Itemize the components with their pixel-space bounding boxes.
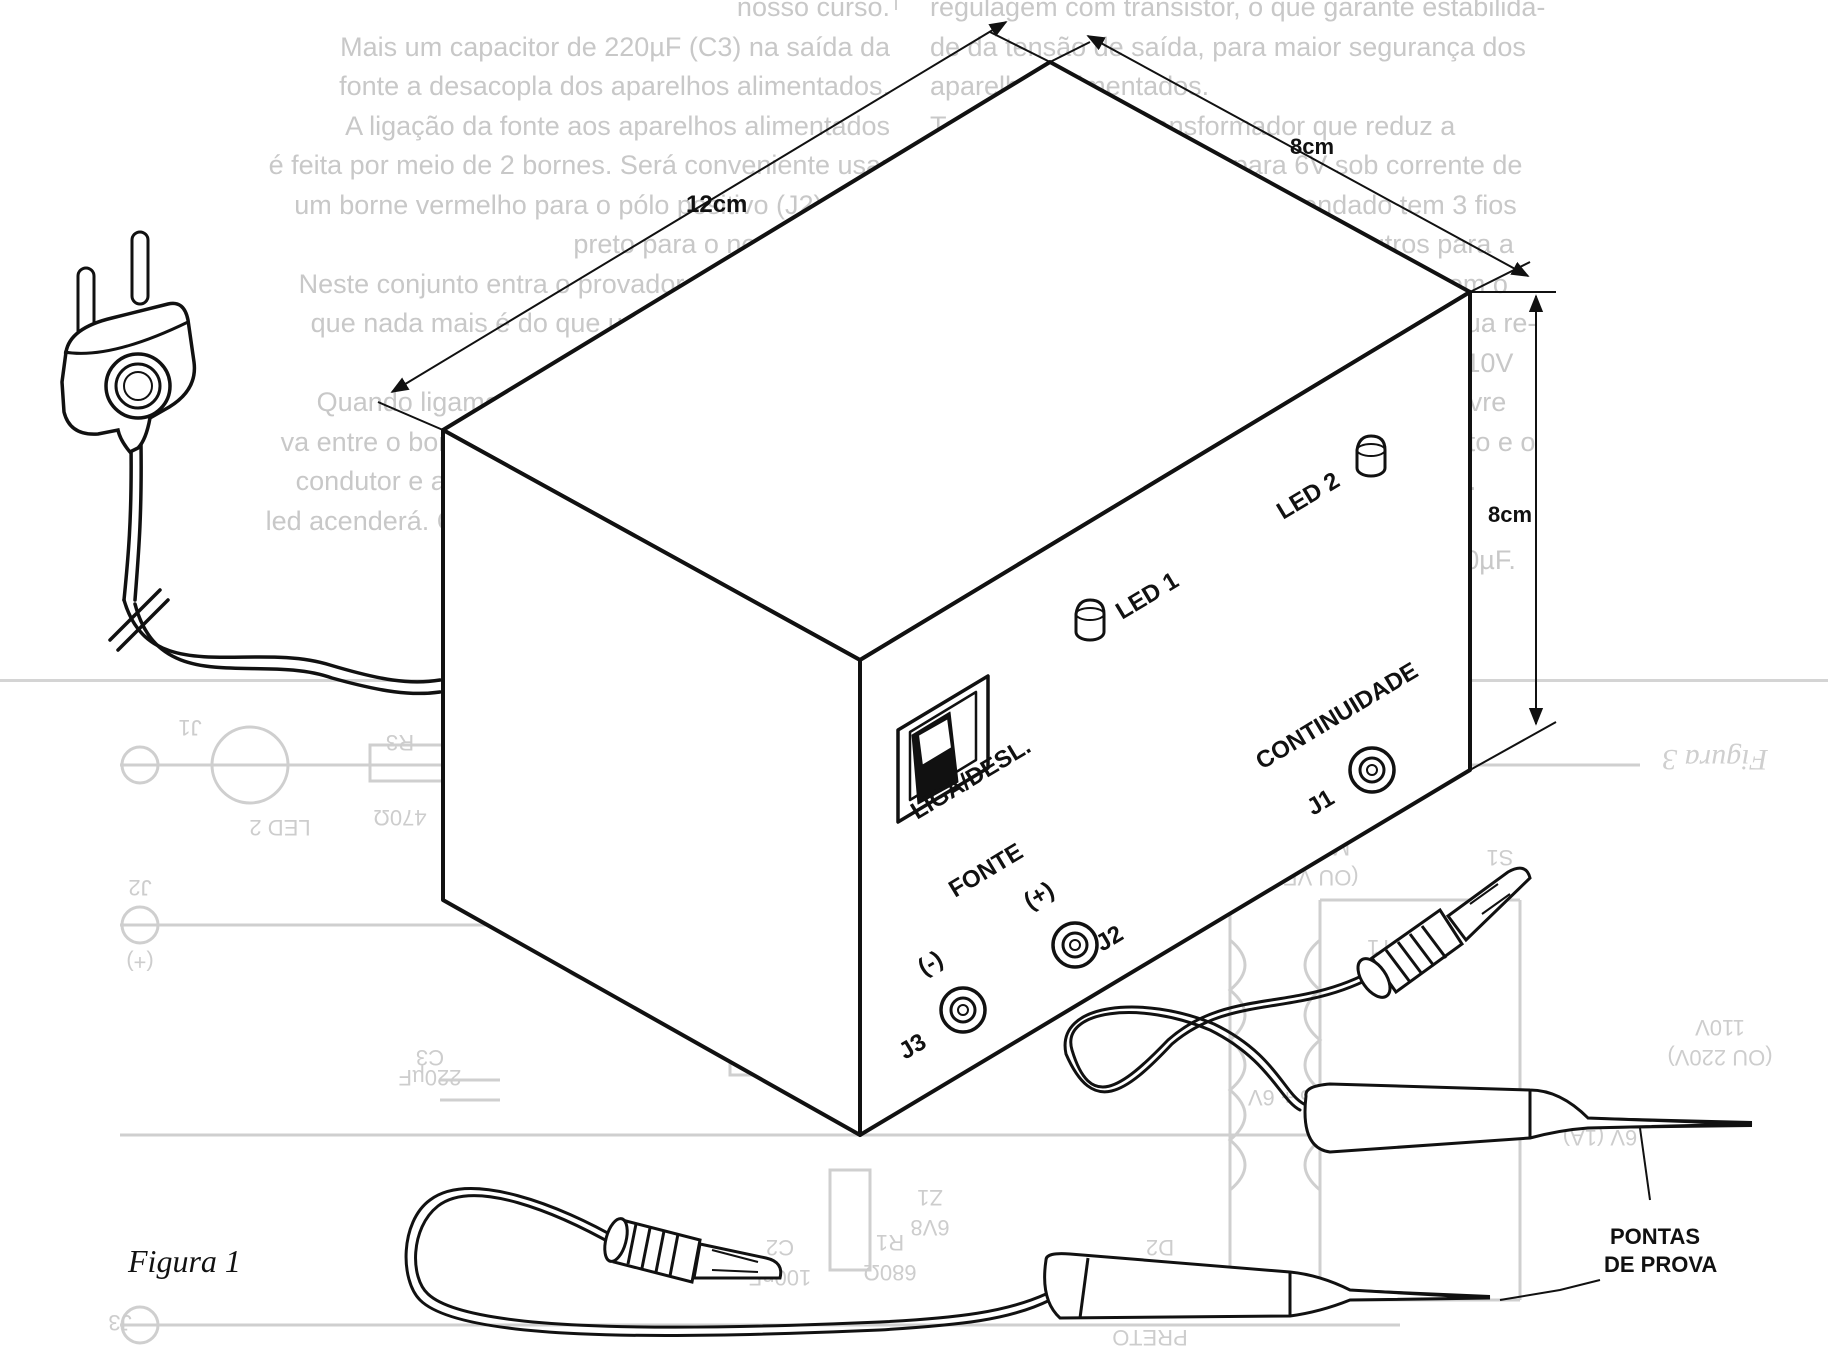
ghost-schematic-label: J2 — [128, 875, 151, 900]
dimension-depth-label: 8cm — [1290, 134, 1334, 159]
ghost-schematic-label: LED 2 — [249, 815, 310, 840]
ghost-schematic-label: (OU 220V) — [1667, 1045, 1772, 1070]
ghost-schematic-label: 470Ω — [373, 805, 426, 830]
ghost-schematic-label: PRETO — [1112, 1325, 1187, 1346]
terminal-j3 — [939, 986, 987, 1034]
probes-label-line2: DE PROVA — [1604, 1252, 1717, 1277]
ghost-schematic-label: J3 — [108, 1310, 131, 1335]
dimension-arrow-depth — [1086, 35, 1530, 277]
probe-lower — [1043, 1252, 1491, 1320]
ghost-schematic-label: 110V — [1695, 1015, 1745, 1040]
ghost-schematic-label: 6V8 — [910, 1215, 949, 1240]
column-top-rule — [895, 0, 897, 10]
test-lead-lower — [404, 1187, 1052, 1338]
probes-leader — [1499, 1279, 1601, 1301]
figure-caption: Figura 1 — [127, 1243, 241, 1279]
ghost-schematic-label: R3 — [386, 730, 414, 755]
ghost-schematic-label: C2 — [766, 1235, 794, 1260]
test-lead-upper — [1063, 963, 1387, 1112]
dimension-lines — [377, 21, 1557, 771]
led-1 — [1074, 598, 1106, 642]
mains-plug — [60, 230, 197, 455]
probe-upper — [1303, 1082, 1753, 1201]
probes-label-line1: PONTAS — [1610, 1224, 1700, 1249]
dimension-height-label: 8cm — [1488, 502, 1532, 527]
power-switch — [896, 674, 990, 824]
ghost-schematic-label: D2 — [1146, 1235, 1174, 1260]
terminal-j1 — [1348, 746, 1396, 794]
ghost-figure-label: Figura 3 — [1662, 743, 1769, 776]
dimension-arrow-width — [390, 21, 1008, 393]
ghost-schematic-label: R1 — [876, 1230, 904, 1255]
bleed-through-line: regulagem com transistor, o que garante … — [930, 0, 1546, 22]
ghost-schematic-label: Z1 — [917, 1185, 943, 1210]
terminal-j2 — [1051, 921, 1099, 969]
enclosure-box — [441, 60, 1472, 1137]
banana-plug-lower — [603, 1217, 783, 1284]
power-cord — [108, 442, 442, 696]
ghost-schematic-label: J1 — [178, 715, 201, 740]
ghost-schematic-label: 680Ω — [863, 1260, 916, 1285]
bleed-through-line: nosso curso. — [736, 0, 890, 22]
ghost-schematic-label: 220µF — [399, 1065, 462, 1090]
ghost-schematic-label: (+) — [126, 950, 154, 975]
ghost-schematic-label: S1 — [1487, 845, 1514, 870]
dimension-width-label: 12cm — [686, 191, 747, 218]
led-2 — [1355, 434, 1387, 478]
banana-plug-upper — [1356, 866, 1532, 999]
ghost-schematic-label: C3 — [416, 1045, 444, 1070]
